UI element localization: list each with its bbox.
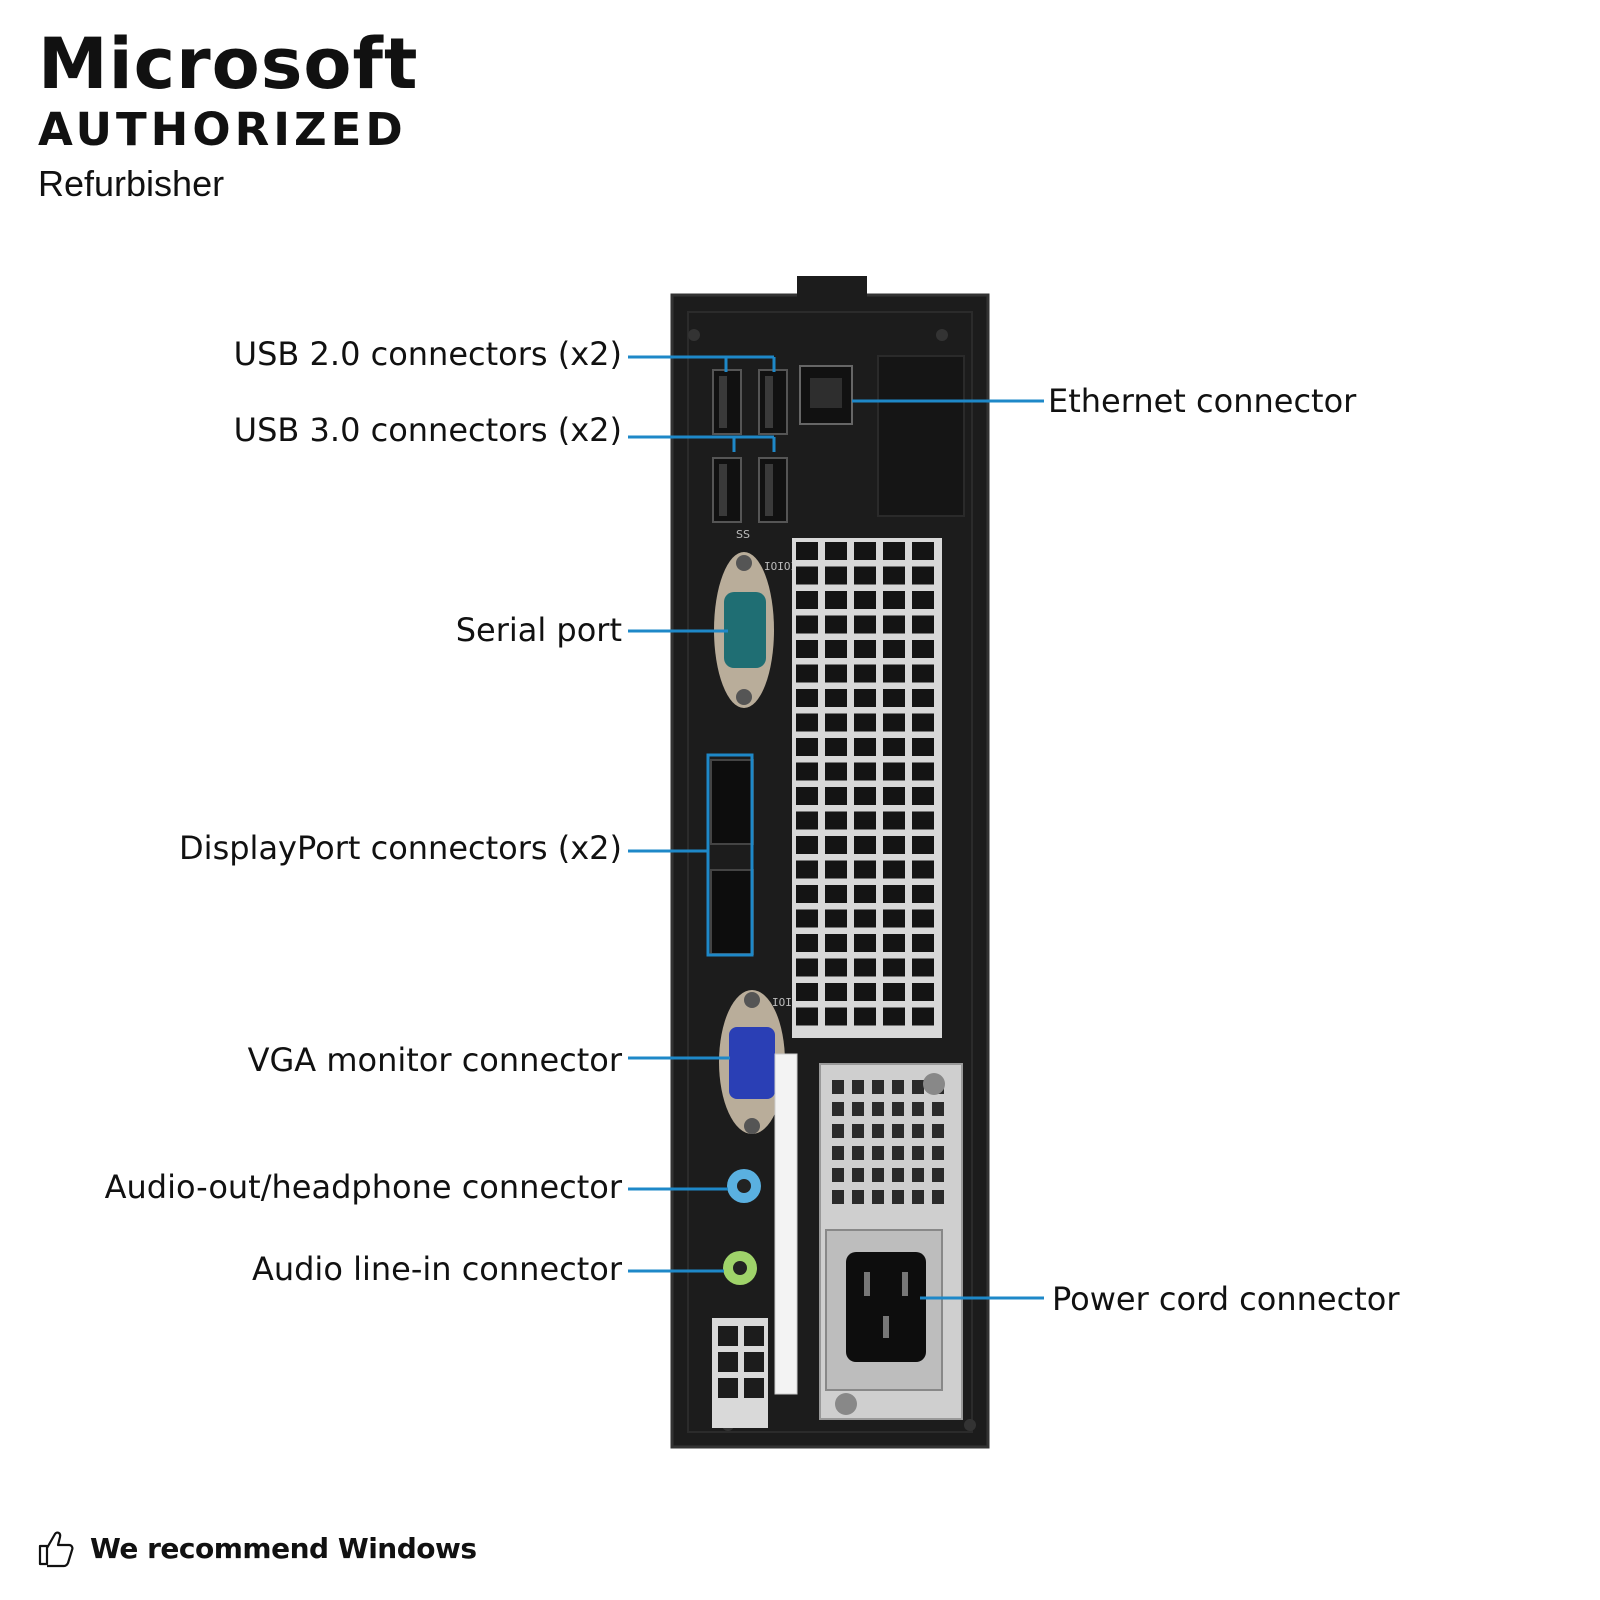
ventilation-grille: [792, 538, 942, 1038]
power-supply: [819, 1063, 963, 1420]
label-audio-in: Audio line-in connector: [251, 1250, 622, 1288]
thumbs-up-icon: [38, 1531, 74, 1568]
audio-out-jack: [727, 1169, 761, 1203]
usb2-ports: [712, 369, 788, 435]
microsoft-authorized-logo: Microsoft AUTHORIZED Refurbisher: [38, 24, 418, 212]
footer-text: We recommend Windows: [90, 1531, 477, 1565]
label-vga: VGA monitor connector: [247, 1041, 622, 1079]
audio-in-jack: [723, 1251, 757, 1285]
callout-displayport-bracket: [706, 753, 754, 957]
vga-port-marking: IOI: [772, 996, 792, 1009]
io-shield-cover: [877, 355, 965, 517]
usb3-logo-text: SS: [736, 528, 750, 541]
ethernet-port: [799, 365, 853, 425]
serial-port: [714, 552, 774, 708]
label-usb3: USB 3.0 connectors (x2): [233, 411, 622, 449]
label-ethernet: Ethernet connector: [1048, 382, 1357, 420]
label-serial: Serial port: [455, 611, 622, 649]
displayport-ports: [710, 759, 754, 955]
label-power: Power cord connector: [1052, 1280, 1400, 1318]
brand-refurbisher: Refurbisher: [38, 163, 225, 204]
label-audio-out: Audio-out/headphone connector: [104, 1168, 622, 1206]
brand-microsoft: Microsoft: [38, 23, 419, 105]
brand-authorized: AUTHORIZED: [38, 103, 407, 156]
serial-port-marking: IOIOI: [764, 560, 797, 573]
label-usb2: USB 2.0 connectors (x2): [233, 335, 622, 373]
usb3-ports: [712, 457, 788, 523]
label-displayport: DisplayPort connectors (x2): [179, 829, 622, 867]
service-tag-label: [774, 1053, 798, 1395]
callout-lines: [628, 355, 1044, 1300]
lower-vent: [712, 1318, 768, 1428]
vga-port: [719, 990, 785, 1134]
windows-recommendation: We recommend Windows: [36, 1528, 477, 1568]
